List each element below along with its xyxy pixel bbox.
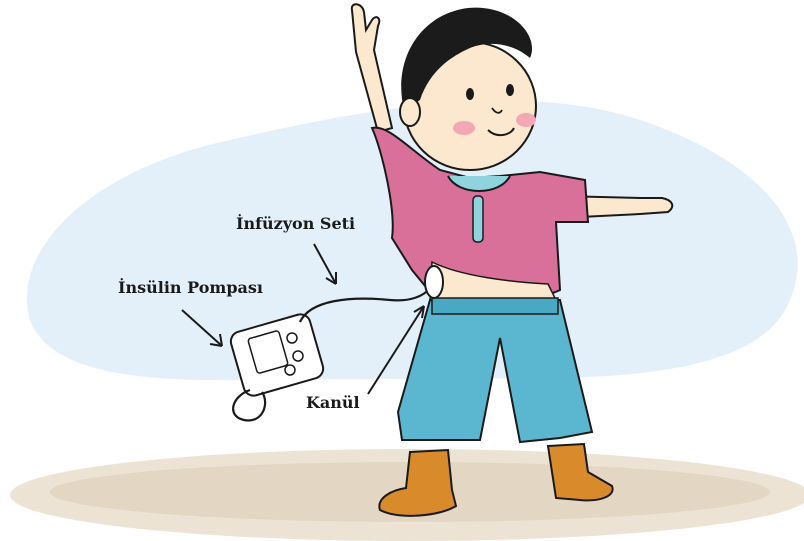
label-infusion-set: İnfüzyon Seti [236, 214, 355, 233]
left-cheek [453, 121, 475, 135]
right-eye [506, 84, 514, 96]
raised-arm [352, 4, 392, 132]
label-insulin-pump: İnsülin Pompası [118, 278, 263, 297]
label-cannula: Kanül [306, 393, 360, 412]
right-cheek [516, 113, 536, 127]
pants-waistband [432, 298, 558, 314]
left-eye [466, 88, 474, 100]
shirt-placket [473, 196, 483, 242]
ear [400, 98, 420, 126]
cannula-patch [425, 266, 443, 298]
